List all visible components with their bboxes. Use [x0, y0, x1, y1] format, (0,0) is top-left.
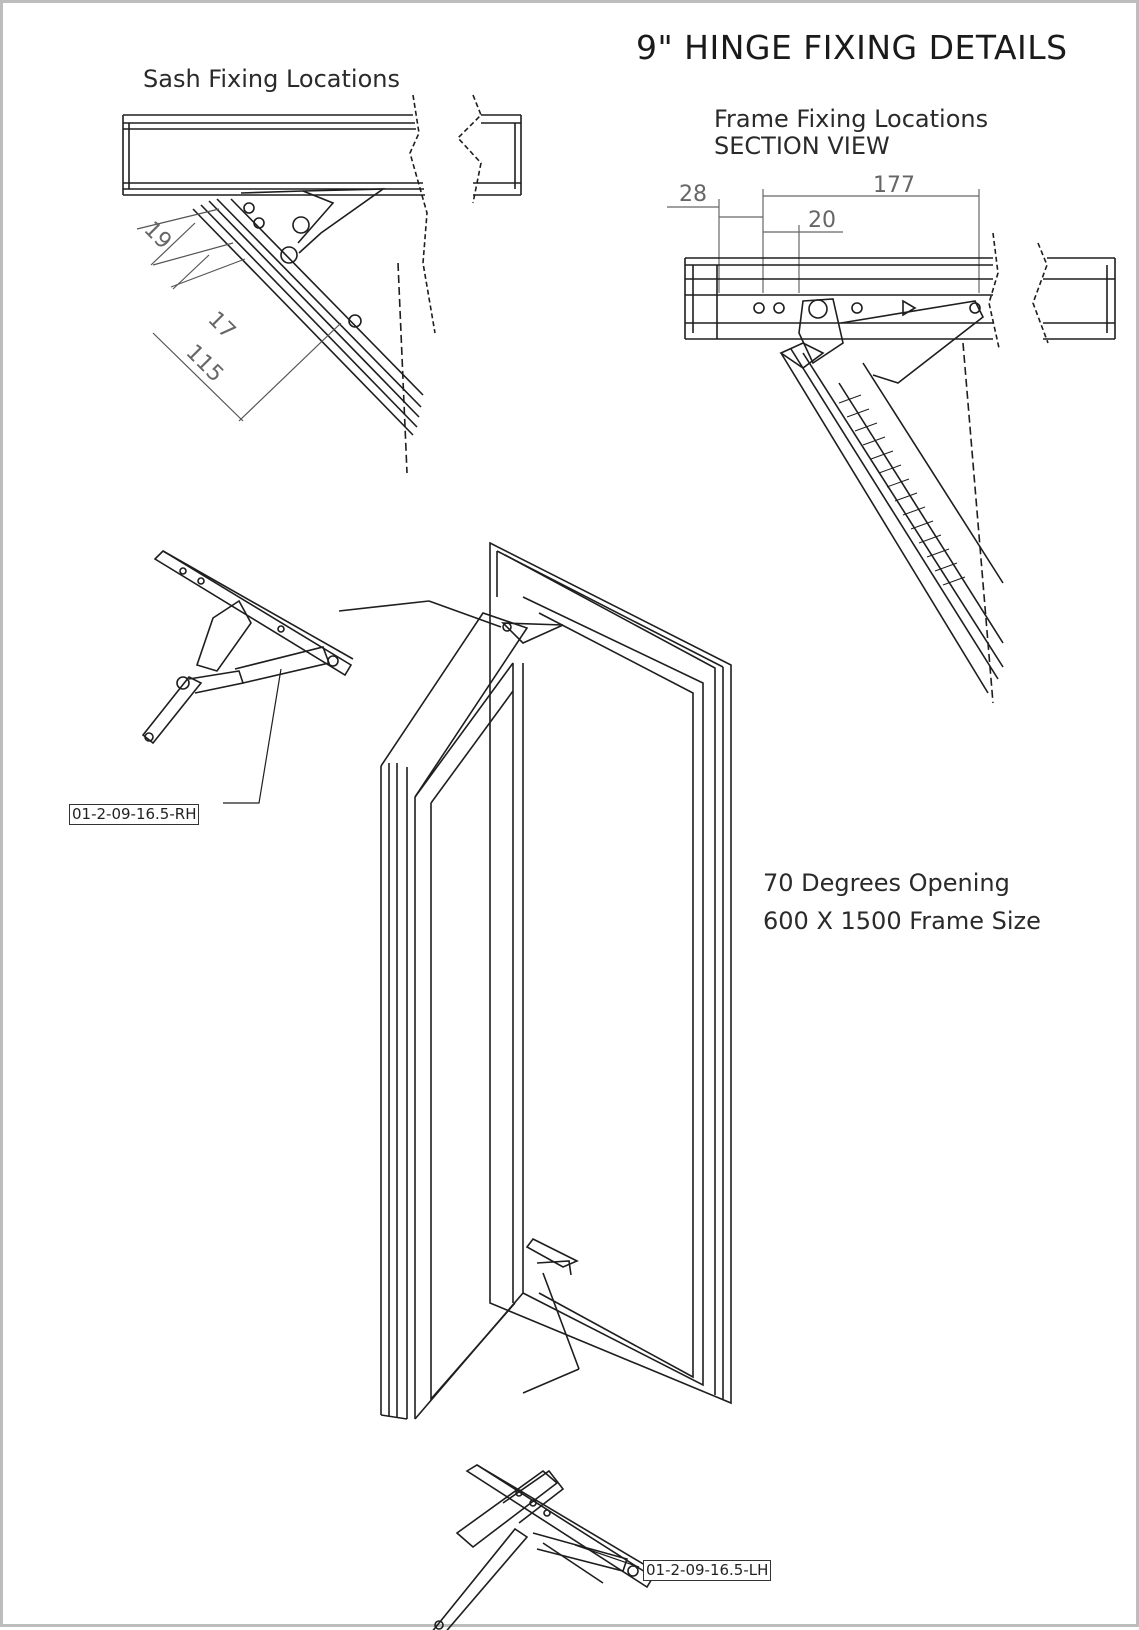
frame-size-note: 600 X 1500 Frame Size	[763, 907, 1041, 935]
drawing-title: 9" HINGE FIXING DETAILS	[636, 28, 1068, 67]
technical-drawing	[122, 94, 1116, 1630]
opening-angle-note: 70 Degrees Opening	[763, 869, 1010, 897]
dimension-20: 20	[808, 208, 836, 233]
window-assembly	[338, 541, 732, 1420]
lh-part-number-label: 01-2-09-16.5-LH	[643, 1560, 772, 1581]
lh-hinge-drawing	[432, 1464, 656, 1630]
rh-hinge-drawing	[141, 549, 354, 745]
dimension-177: 177	[873, 173, 915, 198]
frame-fixing-locations-label: Frame Fixing Locations	[714, 105, 989, 133]
frame-profile-section	[667, 189, 1116, 704]
part-leaders	[223, 668, 640, 1568]
dimension-28: 28	[679, 182, 707, 207]
section-view-label: SECTION VIEW	[714, 132, 890, 160]
sash-profile-section	[122, 94, 522, 474]
rh-part-number-label: 01-2-09-16.5-RH	[69, 804, 200, 825]
sash-fixing-locations-label: Sash Fixing Locations	[143, 65, 400, 93]
